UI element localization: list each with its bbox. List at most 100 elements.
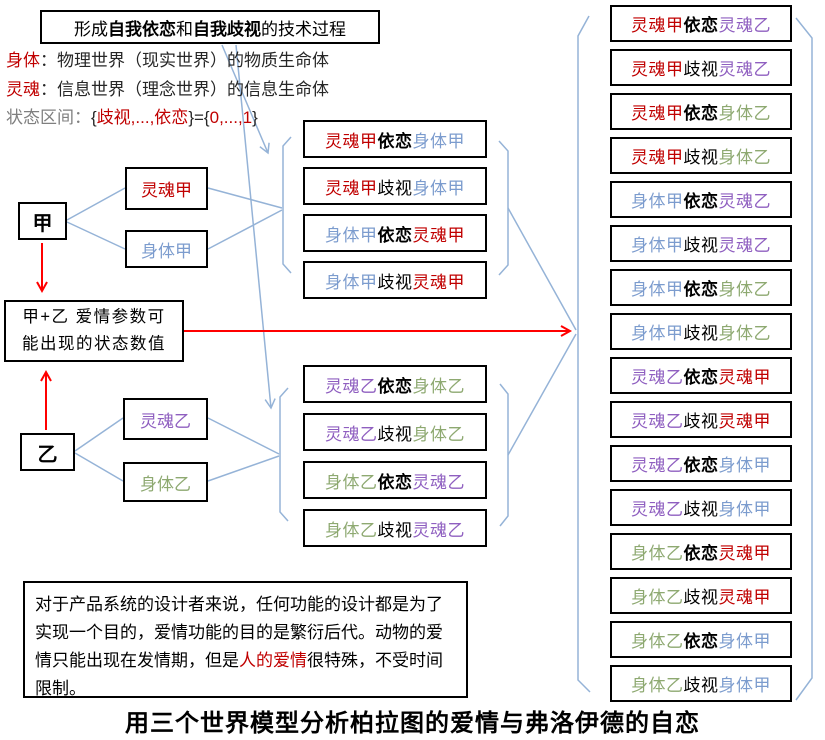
relation-verb: 依恋	[377, 131, 413, 151]
relation-object: 灵魂乙	[718, 192, 771, 211]
self-relations-jia-group: 灵魂甲依恋身体甲 灵魂甲歧视身体甲 身体甲依恋灵魂甲 身体甲歧视灵魂甲	[303, 120, 487, 299]
relation-subject: 灵魂甲	[631, 104, 684, 123]
relation-verb: 歧视	[683, 324, 719, 343]
relation-box: 灵魂甲歧视身体甲	[303, 167, 487, 205]
soul-jia-box: 灵魂甲	[125, 167, 208, 210]
relation-subject: 身体甲	[631, 324, 684, 343]
relation-object: 灵魂甲	[718, 544, 771, 563]
relation-verb: 歧视	[683, 676, 719, 695]
relation-subject: 灵魂乙	[325, 424, 378, 444]
relation-box: 灵魂乙依恋身体乙	[303, 365, 487, 403]
relation-verb: 歧视	[377, 424, 413, 444]
relation-subject: 身体甲	[325, 272, 378, 292]
relation-subject: 身体乙	[631, 588, 684, 607]
relation-subject: 身体甲	[325, 225, 378, 245]
relation-object: 灵魂甲	[412, 272, 465, 292]
relation-verb: 依恋	[683, 368, 719, 387]
love-parameter-box: 甲+乙 爱情参数可 能出现的状态数值	[4, 300, 184, 362]
relation-object: 身体甲	[718, 632, 771, 651]
love-parameter-line2: 能出现的状态数值	[22, 335, 166, 353]
relation-object: 身体乙	[718, 324, 771, 343]
relation-subject: 灵魂甲	[325, 131, 378, 151]
relation-object: 灵魂甲	[412, 225, 465, 245]
relation-object: 灵魂甲	[718, 368, 771, 387]
relation-box: 灵魂甲依恋身体甲	[303, 120, 487, 158]
relation-box: 灵魂甲歧视灵魂乙	[610, 49, 792, 86]
soul-yi-box: 灵魂乙	[123, 398, 208, 440]
relation-box: 身体乙歧视灵魂乙	[303, 509, 487, 547]
relation-verb: 歧视	[683, 60, 719, 79]
relation-verb: 歧视	[377, 520, 413, 540]
relation-object: 灵魂乙	[718, 60, 771, 79]
relation-object: 身体乙	[718, 104, 771, 123]
relation-box: 灵魂甲歧视身体乙	[610, 137, 792, 174]
relation-subject: 身体甲	[631, 280, 684, 299]
relation-box: 身体乙依恋灵魂乙	[303, 461, 487, 499]
process-title: 形成自我依恋和自我歧视的技术过程	[74, 19, 346, 39]
relation-object: 身体甲	[718, 456, 771, 475]
relation-box: 身体甲歧视灵魂甲	[303, 261, 487, 299]
relation-subject: 灵魂乙	[325, 376, 378, 396]
relation-verb: 歧视	[377, 272, 413, 292]
self-relations-yi-group: 灵魂乙依恋身体乙 灵魂乙歧视身体乙 身体乙依恋灵魂乙 身体乙歧视灵魂乙	[303, 365, 487, 547]
relation-box: 身体甲歧视身体乙	[610, 313, 792, 350]
relation-verb: 歧视	[683, 148, 719, 167]
definitions: 身体：物理世界（现实世界）的物质生命体 灵魂：信息世界（理念世界）的信息生命体 …	[6, 47, 329, 133]
relation-object: 灵魂乙	[718, 16, 771, 35]
relation-subject: 身体甲	[631, 236, 684, 255]
relation-box: 身体乙歧视身体甲	[610, 665, 792, 702]
relation-verb: 依恋	[683, 104, 719, 123]
relation-subject: 灵魂乙	[631, 456, 684, 475]
relation-box: 身体甲依恋灵魂乙	[610, 181, 792, 218]
relation-object: 灵魂甲	[718, 412, 771, 431]
relation-verb: 歧视	[683, 588, 719, 607]
relation-subject: 灵魂甲	[631, 148, 684, 167]
relation-box: 身体乙歧视灵魂甲	[610, 577, 792, 614]
relation-verb: 依恋	[683, 280, 719, 299]
relation-box: 灵魂甲依恋灵魂乙	[610, 5, 792, 42]
relation-subject: 身体乙	[325, 520, 378, 540]
relation-object: 身体乙	[718, 148, 771, 167]
relation-verb: 依恋	[683, 632, 719, 651]
relation-subject: 灵魂甲	[631, 60, 684, 79]
love-parameter-line1: 甲+乙 爱情参数可	[22, 308, 166, 326]
red-arrows	[36, 243, 573, 430]
fan-lines-jia	[66, 187, 283, 250]
relation-box: 灵魂乙歧视身体甲	[610, 489, 792, 526]
relation-subject: 身体乙	[325, 472, 378, 492]
column-brackets	[577, 15, 813, 701]
relation-subject: 身体甲	[631, 192, 684, 211]
relation-object: 灵魂乙	[718, 236, 771, 255]
relation-verb: 依恋	[683, 192, 719, 211]
relation-object: 灵魂乙	[412, 520, 465, 540]
relation-box: 身体乙依恋灵魂甲	[610, 533, 792, 570]
relation-box: 灵魂乙依恋身体甲	[610, 445, 792, 482]
relation-object: 身体甲	[718, 500, 771, 519]
relation-verb: 依恋	[377, 472, 413, 492]
relation-box: 灵魂乙歧视灵魂甲	[610, 401, 792, 438]
fan-lines-yi	[74, 417, 280, 482]
relation-object: 身体甲	[412, 131, 465, 151]
body-jia-box: 身体甲	[125, 230, 208, 268]
diagram-caption: 用三个世界模型分析柏拉图的爱情与弗洛伊德的自恋	[125, 710, 700, 737]
relation-object: 身体乙	[718, 280, 771, 299]
relation-box: 身体甲歧视灵魂乙	[610, 225, 792, 262]
definition-body: 身体：物理世界（现实世界）的物质生命体	[6, 51, 329, 70]
relation-subject: 灵魂乙	[631, 500, 684, 519]
relation-subject: 身体乙	[631, 632, 684, 651]
entity-jia-box: 甲	[18, 202, 67, 240]
relation-subject: 灵魂乙	[631, 412, 684, 431]
relation-verb: 依恋	[377, 376, 413, 396]
relation-subject: 身体乙	[631, 544, 684, 563]
relation-verb: 依恋	[377, 225, 413, 245]
relation-box: 灵魂乙歧视身体乙	[303, 413, 487, 451]
relation-object: 灵魂乙	[412, 472, 465, 492]
relation-box: 身体乙依恋身体甲	[610, 621, 792, 658]
relation-verb: 歧视	[683, 236, 719, 255]
relation-object: 身体乙	[412, 424, 465, 444]
converge-lines	[507, 207, 577, 456]
relation-box: 身体甲依恋灵魂甲	[303, 214, 487, 252]
relation-verb: 歧视	[377, 178, 413, 198]
